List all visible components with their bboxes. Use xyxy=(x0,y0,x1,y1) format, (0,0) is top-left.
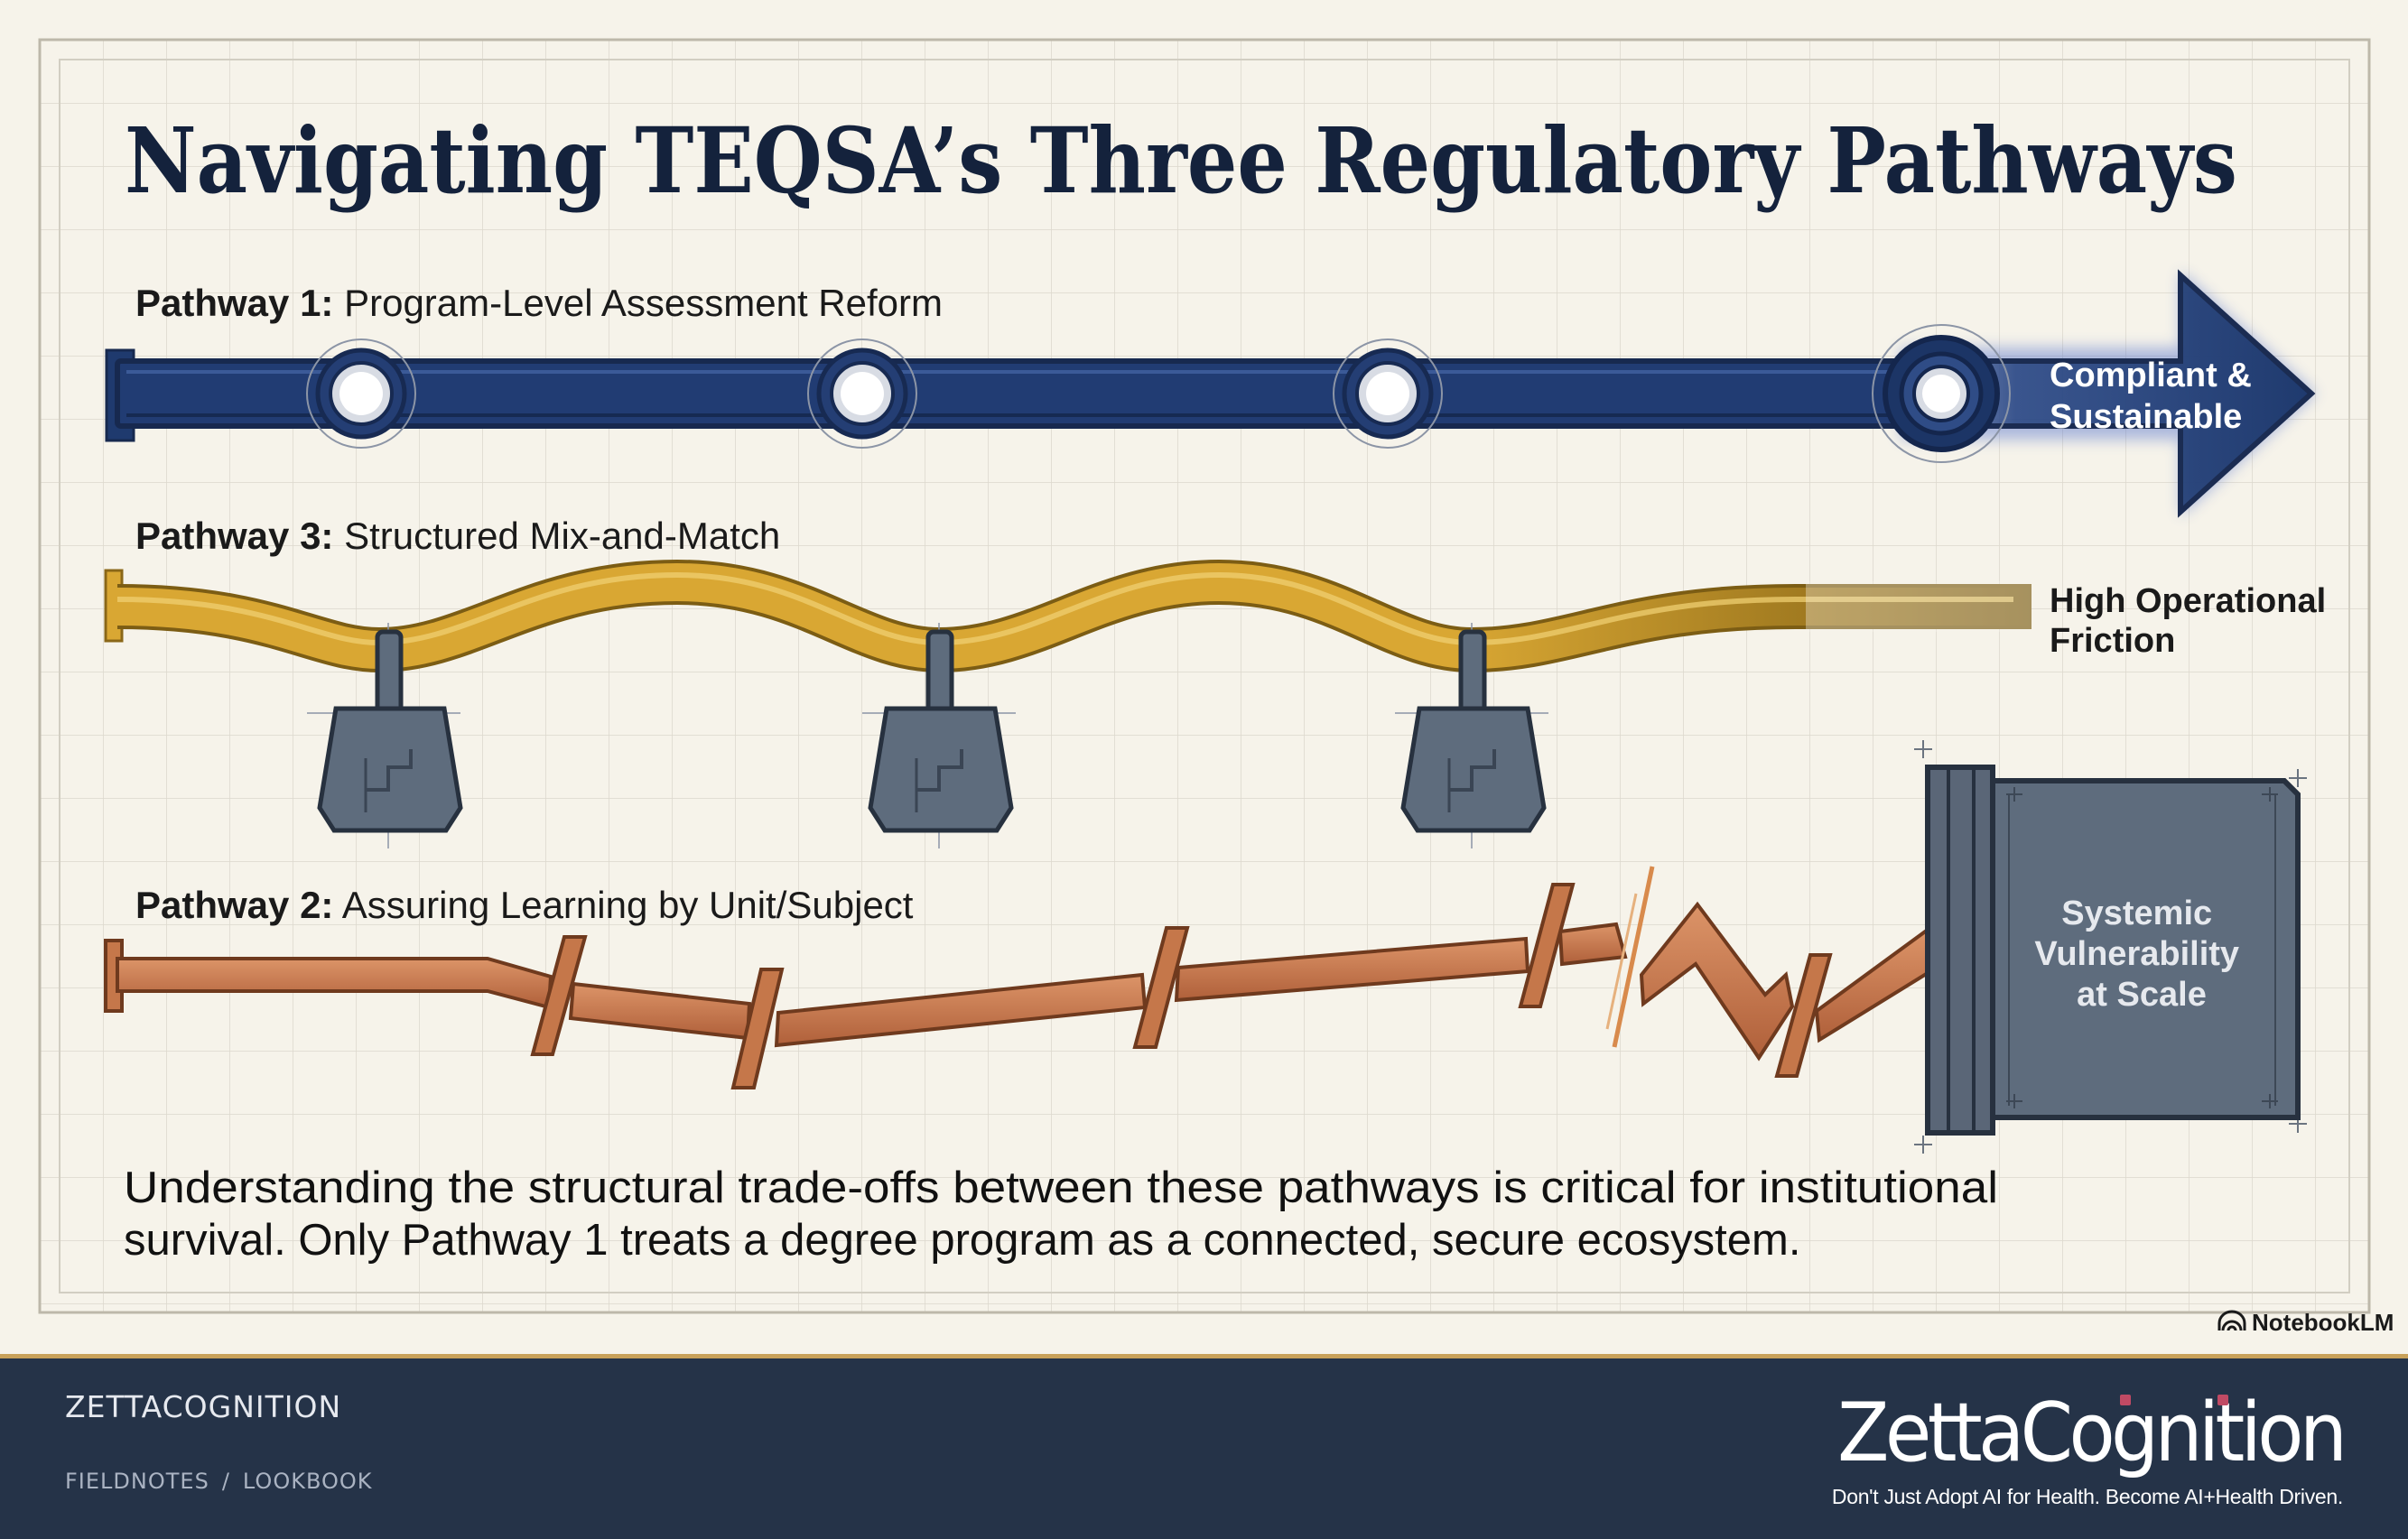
vulnerability-block xyxy=(1914,740,2307,1154)
diagram-title: Navigating TEQSA’s Three Regulatory Path… xyxy=(125,107,2237,214)
pathway-1-name: Program-Level Assessment Reform xyxy=(344,282,943,324)
diagram-caption: Understanding the structural trade-offs … xyxy=(124,1164,2011,1265)
breadcrumb: FIELDNOTES / LOOKBOOK xyxy=(65,1469,373,1494)
pathway-3-prefix: Pathway 3: xyxy=(135,515,333,557)
pathway-3-weight-1 xyxy=(307,623,463,848)
pathway-2-name: Assuring Learning by Unit/Subject xyxy=(342,884,914,926)
pathway-3-label: Pathway 3: Structured Mix-and-Match xyxy=(135,515,780,557)
pathway-3-weight-3 xyxy=(1395,623,1548,848)
brand-name: ZETTACOGNITION xyxy=(65,1389,342,1424)
site-footer: ZETTACOGNITION FIELDNOTES / LOOKBOOK Zetta… xyxy=(0,1354,2408,1539)
logo-wordmark: ZettaCognition xyxy=(1836,1386,2348,1480)
notebooklm-watermark: NotebookLM xyxy=(2217,1309,2394,1336)
pathway-1-node-1 xyxy=(306,338,416,449)
pathway-3-weight-2 xyxy=(862,623,1016,848)
pathway-1-node-3 xyxy=(1333,338,1443,449)
pathway-2-track xyxy=(104,901,1929,1062)
logo-dot-icon xyxy=(2120,1395,2131,1405)
logo-dot-icon xyxy=(2217,1395,2228,1405)
pathway-3-outcome: High Operational Friction xyxy=(2050,582,2336,660)
pathway-1-outcome: Compliant & Sustainable xyxy=(2050,357,2261,436)
pathway-2-outcome: Systemic Vulnerability at Scale xyxy=(2034,895,2248,1014)
pathways-diagram: Navigating TEQSA’s Three Regulatory Path… xyxy=(38,38,2394,1336)
pathway-1-node-4 xyxy=(1872,324,2011,463)
pathway-1-track xyxy=(105,269,2316,518)
pathway-1-label: Pathway 1: Program-Level Assessment Refo… xyxy=(135,282,943,324)
pathway-2-prefix: Pathway 2: xyxy=(135,884,333,926)
logo-tagline: Don't Just Adopt AI for Health. Become A… xyxy=(1831,1485,2343,1508)
breadcrumb-fieldnotes-link[interactable]: FIELDNOTES xyxy=(65,1469,209,1494)
pathway-3-name: Structured Mix-and-Match xyxy=(344,515,780,557)
pathway-1-node-2 xyxy=(807,338,917,449)
pathway-1-prefix: Pathway 1: xyxy=(135,282,333,324)
breadcrumb-lookbook-link[interactable]: LOOKBOOK xyxy=(242,1469,373,1494)
pathway-2-breaks xyxy=(530,866,1833,1089)
zettacognition-logo[interactable]: ZettaCognition Don't Just Adopt AI for H… xyxy=(1765,1386,2348,1521)
breadcrumb-separator: / xyxy=(221,1469,230,1494)
pathway-2-label: Pathway 2: Assuring Learning by Unit/Sub… xyxy=(135,884,914,926)
notebooklm-icon xyxy=(2217,1310,2246,1331)
svg-text:NotebookLM: NotebookLM xyxy=(2252,1309,2394,1336)
